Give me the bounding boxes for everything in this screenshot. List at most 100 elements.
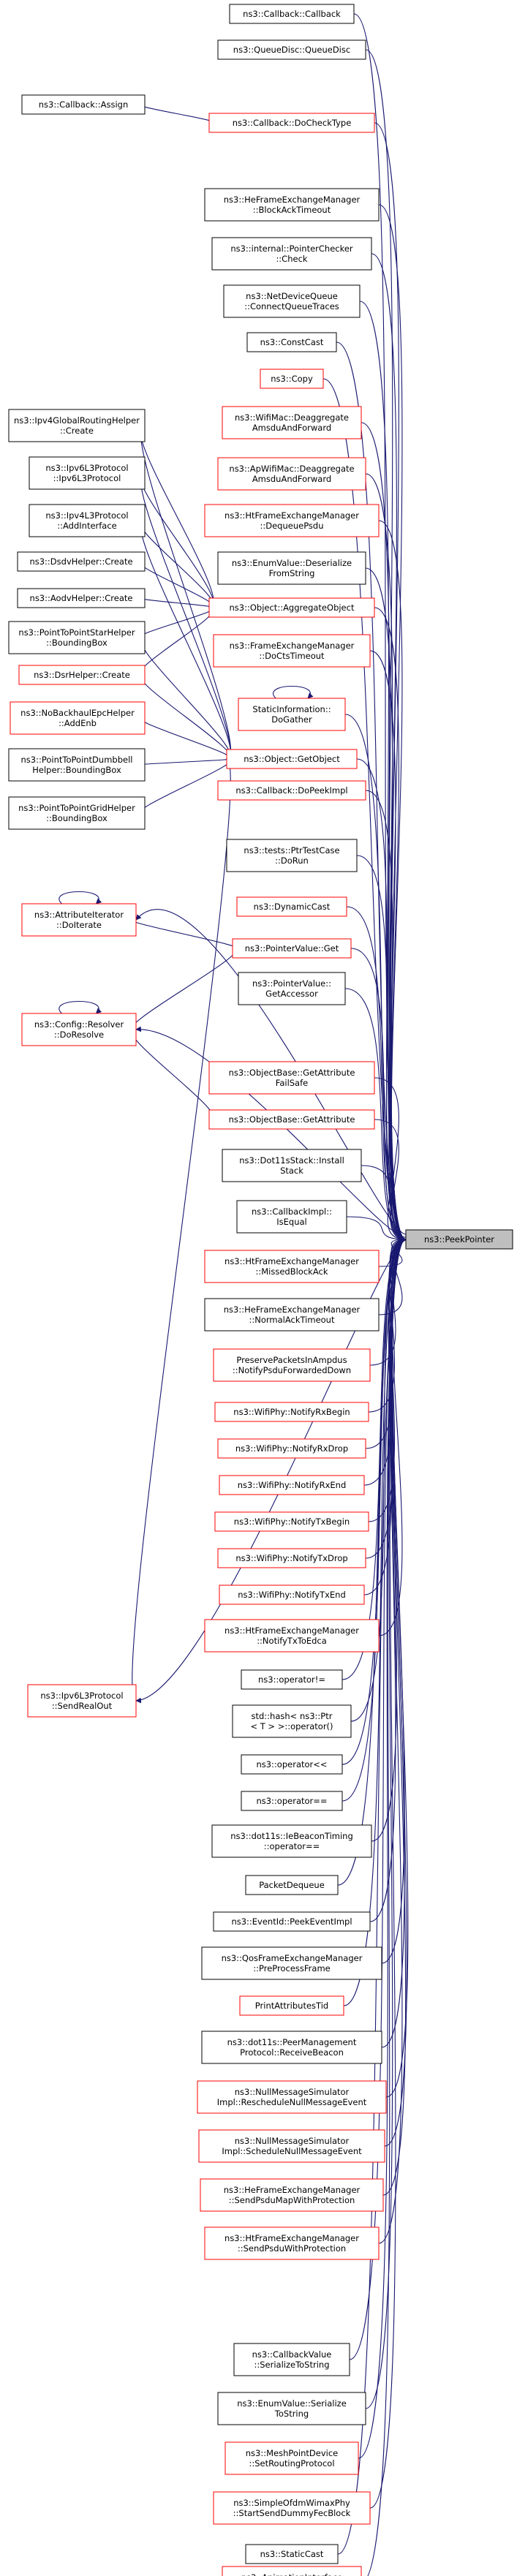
node-ns3-wifiphy-notifyrxend[interactable]: ns3::WifiPhy::NotifyRxEnd — [219, 1475, 365, 1495]
node-label: ns3::EnumValue::Serialize — [237, 2398, 347, 2409]
node-ns3-ipv6l3protocol-sendrealout[interactable]: ns3::Ipv6L3Protocol::SendRealOut — [27, 1684, 137, 1718]
node-ns3-callback-assign[interactable]: ns3::Callback::Assign — [21, 94, 146, 115]
node-ns3-callbackimpl-isequal[interactable]: ns3::CallbackImpl::IsEqual — [236, 1200, 347, 1234]
node-ns3-pointtopointstarhelper-boundingbox[interactable]: ns3::PointToPointStarHelper::BoundingBox — [8, 621, 146, 654]
node-ns3-nobackhaulepchelper-addenb[interactable]: ns3::NoBackhaulEpcHelper::AddEnb — [10, 701, 146, 735]
node-staticinformation-dogather[interactable]: StaticInformation::DoGather — [238, 698, 346, 731]
node-label: ns3::Callback::Callback — [243, 9, 341, 19]
node-ns3-ipv4globalroutinghelper-create[interactable]: ns3::Ipv4GlobalRoutingHelper::Create — [8, 409, 146, 442]
node-ns3-config-resolver-doresolve[interactable]: ns3::Config::Resolver::DoResolve — [21, 1013, 137, 1046]
node-label: Protocol::ReceiveBeacon — [240, 2047, 344, 2058]
node-ns3-heframeexchangemanager-blockacktimeout[interactable]: ns3::HeFrameExchangeManager::BlockAckTim… — [204, 188, 380, 222]
node-box — [233, 2343, 350, 2376]
node-ns3-callback-callback[interactable]: ns3::Callback::Callback — [229, 4, 355, 24]
node-ns3-htframeexchangemanager-missedblockack[interactable]: ns3::HtFrameExchangeManager::MissedBlock… — [204, 1250, 380, 1283]
node-ns3-htframeexchangemanager-dequeuepsdu[interactable]: ns3::HtFrameExchangeManager::DequeuePsdu — [204, 504, 380, 537]
node-box — [201, 1946, 382, 1980]
node-ns3-queuedisc-queuedisc[interactable]: ns3::QueueDisc::QueueDisc — [217, 39, 366, 60]
node-label: ns3::AttributeIterator — [34, 910, 124, 920]
node-label: ns3::operator<< — [256, 1759, 327, 1769]
node-label: ToString — [274, 2409, 309, 2419]
node-ns3-frameexchangemanager-doctstimeout[interactable]: ns3::FrameExchangeManager::DoCtsTimeout — [213, 634, 371, 668]
node-box — [213, 1348, 371, 1382]
node-ns3-animationinterface-wifiphytxbegintrace[interactable]: ns3::AnimationInterface::WifiPhyTxBeginT… — [222, 2566, 362, 2576]
edge-peekpointer-ns3-animationinterface-wifiphytxbegintrace — [367, 1236, 407, 2576]
node-ns3-aodvhelper-create[interactable]: ns3::AodvHelper::Create — [17, 588, 146, 608]
node-ns3-ipv6l3protocol-ipv6l3protocol[interactable]: ns3::Ipv6L3Protocol::Ipv6L3Protocol — [29, 456, 146, 490]
node-ns3-qosframeexchangemanager-preprocessframe[interactable]: ns3::QosFrameExchangeManager::PreProcess… — [201, 1946, 382, 1980]
node-box — [236, 896, 347, 917]
node-ns3-object-aggregateobject[interactable]: ns3::Object::AggregateObject — [208, 597, 375, 618]
call-edges — [59, 13, 409, 2576]
node-ns3-wifiphy-notifytxbegin[interactable]: ns3::WifiPhy::NotifyTxBegin — [214, 1511, 369, 1532]
node-ns3-pointervalue-getaccessor[interactable]: ns3::PointerValue::GetAccessor — [238, 972, 346, 1005]
node-ns3-meshpointdevice-setroutingprotocol[interactable]: ns3::MeshPointDevice::SetRoutingProtocol — [224, 2441, 359, 2475]
node-ns3-peekpointer[interactable]: ns3::PeekPointer — [405, 1229, 513, 1250]
node-ns3-htframeexchangemanager-notifytxtoedca[interactable]: ns3::HtFrameExchangeManager::NotifyTxToE… — [204, 1619, 380, 1653]
node-ns3-wifiphy-notifytxdrop[interactable]: ns3::WifiPhy::NotifyTxDrop — [217, 1548, 366, 1568]
node-ns3-dsrhelper-create[interactable]: ns3::DsrHelper::Create — [18, 665, 146, 685]
node-box — [201, 2031, 382, 2064]
node-ns3-constcast[interactable]: ns3::ConstCast — [246, 332, 337, 352]
node-label: std::hash< ns3::Ptr — [252, 1711, 333, 1721]
node-ns3-heframeexchangemanager-normalacktimeout[interactable]: ns3::HeFrameExchangeManager::NormalAckTi… — [204, 1298, 380, 1332]
node-ns3-operator[interactable]: ns3::operator!= — [241, 1669, 343, 1690]
node-ns3-callback-dopeekimpl[interactable]: ns3::Callback::DoPeekImpl — [217, 780, 366, 801]
node-ns3-wifiphy-notifyrxbegin[interactable]: ns3::WifiPhy::NotifyRxBegin — [214, 1402, 369, 1422]
node-ns3-simpleofdmwimaxphy-startsenddummyfecblock[interactable]: ns3::SimpleOfdmWimaxPhy::StartSendDummyF… — [213, 2491, 371, 2525]
node-ns3-dot11s-peermanagement-protocol-receivebeacon[interactable]: ns3::dot11s::PeerManagementProtocol::Rec… — [201, 2031, 382, 2064]
node-label: ns3::MeshPointDevice — [246, 2448, 339, 2458]
node-label: ::DoRun — [275, 855, 309, 866]
edge-attributeiterator-peekpointer — [135, 909, 407, 1235]
node-printattributestid[interactable]: PrintAttributesTid — [239, 1995, 344, 2016]
node-label: ns3::dot11s::IeBeaconTiming — [230, 1831, 353, 1841]
edge-ns3-pointervalue-get-from-ns3-config-resolver-doresolve — [132, 945, 238, 1030]
edge-peekpointer-ns3-wifiphy-notifytxdrop — [365, 1236, 407, 1559]
node-ns3-staticcast[interactable]: ns3::StaticCast — [245, 2544, 339, 2564]
edge-peekpointer-ns3-callbackimpl-isequal — [346, 1216, 407, 1242]
node-std-hash-ns3-ptr-t-operator[interactable]: std::hash< ns3::Ptr< T > >::operator() — [232, 1704, 352, 1738]
node-ns3-attributeiterator-doiterate[interactable]: ns3::AttributeIterator::DoIterate — [21, 903, 137, 937]
node-ns3-netdevicequeue-connectqueuetraces[interactable]: ns3::NetDeviceQueue::ConnectQueueTraces — [223, 284, 361, 318]
node-ns3-nullmessagesimulator-impl-schedulenullmessageevent[interactable]: ns3::NullMessageSimulatorImpl::ScheduleN… — [198, 2129, 385, 2163]
node-box — [245, 2544, 339, 2564]
node-ns3-apwifimac-deaggregate-amsduandforward[interactable]: ns3::ApWifiMac::DeaggregateAmsduAndForwa… — [217, 457, 366, 491]
node-box — [236, 1200, 347, 1234]
node-ns3-nullmessagesimulator-impl-reschedulenullmessageevent[interactable]: ns3::NullMessageSimulatorImpl::Reschedul… — [197, 2080, 387, 2114]
node-ns3-ipv4l3protocol-addinterface[interactable]: ns3::Ipv4L3Protocol::AddInterface — [29, 504, 146, 537]
node-ns3-wifiphy-notifytxend[interactable]: ns3::WifiPhy::NotifyTxEnd — [219, 1584, 365, 1605]
node-ns3-wifiphy-notifyrxdrop[interactable]: ns3::WifiPhy::NotifyRxDrop — [217, 1438, 366, 1459]
node-ns3-tests-ptrtestcase-dorun[interactable]: ns3::tests::PtrTestCase::DoRun — [226, 839, 358, 872]
node-label: ns3::Ipv6L3Protocol — [45, 463, 128, 473]
node-box — [217, 39, 366, 60]
node-ns3-pointervalue-get[interactable]: ns3::PointerValue::Get — [232, 938, 352, 959]
node-ns3-operator[interactable]: ns3::operator== — [241, 1791, 343, 1811]
node-ns3-operator[interactable]: ns3::operator<< — [241, 1754, 343, 1775]
node-ns3-heframeexchangemanager-sendpsdumapwithprotection[interactable]: ns3::HeFrameExchangeManager::SendPsduMap… — [200, 2178, 384, 2212]
node-ns3-objectbase-getattribute[interactable]: ns3::ObjectBase::GetAttribute — [208, 1109, 375, 1130]
node-ns3-dynamiccast[interactable]: ns3::DynamicCast — [236, 896, 347, 917]
node-ns3-dsdvhelper-create[interactable]: ns3::DsdvHelper::Create — [17, 551, 146, 572]
node-ns3-dot11s-iebeacontiming-operator[interactable]: ns3::dot11s::IeBeaconTiming::operator== — [211, 1824, 372, 1858]
node-box — [214, 1402, 369, 1422]
node-box — [217, 1438, 366, 1459]
node-ns3-internal-pointerchecker-check[interactable]: ns3::internal::PointerChecker::Check — [211, 237, 372, 271]
node-ns3-enumvalue-serialize-tostring[interactable]: ns3::EnumValue::SerializeToString — [217, 2392, 366, 2425]
node-ns3-eventid-peekeventimpl[interactable]: ns3::EventId::PeekEventImpl — [213, 1911, 371, 1932]
node-ns3-pointtopointgridhelper-boundingbox[interactable]: ns3::PointToPointGridHelper::BoundingBox — [8, 796, 146, 830]
node-ns3-htframeexchangemanager-sendpsduwithprotection[interactable]: ns3::HtFrameExchangeManager::SendPsduWit… — [204, 2226, 380, 2260]
node-ns3-copy[interactable]: ns3::Copy — [260, 369, 324, 389]
node-ns3-pointtopointdumbbell-helper-boundingbox[interactable]: ns3::PointToPointDumbbellHelper::Boundin… — [8, 748, 146, 782]
node-preservepacketsinampdus-notifypsduforwardeddown[interactable]: PreservePacketsInAmpdus::NotifyPsduForwa… — [213, 1348, 371, 1382]
node-ns3-callback-dochecktype[interactable]: ns3::Callback::DoCheckType — [208, 113, 375, 133]
node-ns3-object-getobject[interactable]: ns3::Object::GetObject — [226, 749, 358, 769]
node-label: ::DoIterate — [56, 920, 102, 930]
node-packetdequeue[interactable]: PacketDequeue — [245, 1875, 339, 1895]
node-label: ns3::HeFrameExchangeManager — [224, 2185, 361, 2195]
node-ns3-callbackvalue-serializetostring[interactable]: ns3::CallbackValue::SerializeToString — [233, 2343, 350, 2376]
node-label: ns3::WifiPhy::NotifyRxEnd — [238, 1480, 347, 1490]
